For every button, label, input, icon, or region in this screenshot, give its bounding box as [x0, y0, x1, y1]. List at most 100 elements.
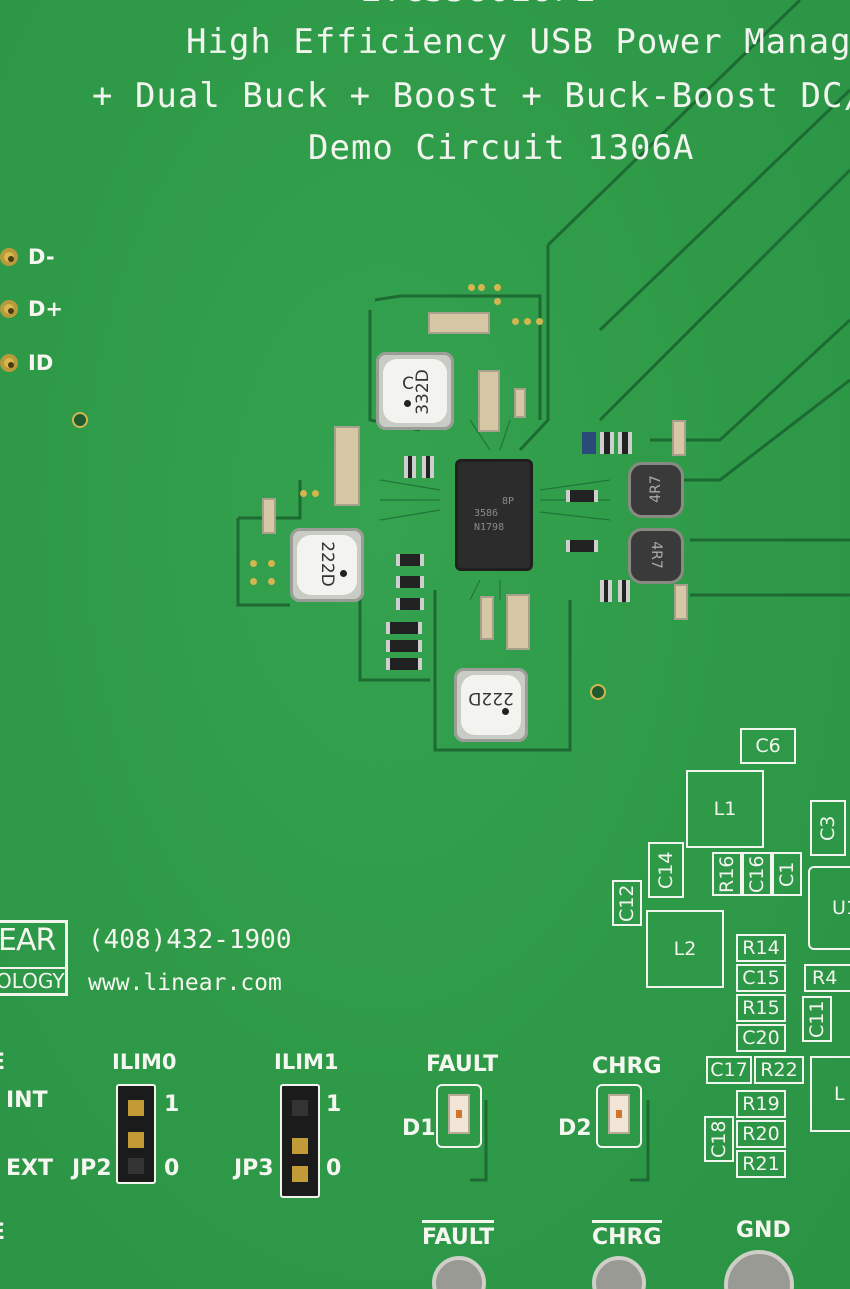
inductor-4r7-bottom: 4R7 — [628, 528, 684, 584]
via — [312, 490, 319, 497]
terminal-chrg-label: CHRG — [592, 1220, 662, 1250]
inductor-332d: C 332D — [376, 352, 454, 430]
via — [536, 318, 543, 325]
jp3-top-pos: 1 — [326, 1092, 342, 1117]
contact-web: www.linear.com — [88, 970, 282, 996]
led-d2 — [596, 1084, 642, 1148]
via — [250, 578, 257, 585]
resistor — [386, 658, 422, 670]
inductor-4r7-bottom-marking: 4R7 — [648, 541, 664, 569]
resistor — [422, 456, 434, 478]
board-title-line1: High Efficiency USB Power Manager — [186, 22, 850, 62]
main-ic: 8P 3586 N1798 — [458, 462, 530, 568]
designator-c1: C1 — [772, 852, 802, 896]
designator-c12: C12 — [612, 880, 642, 926]
inductor-222d-bottom-marking: 222D — [468, 688, 514, 708]
capacitor — [480, 596, 494, 640]
jp2-ref: JP2 — [72, 1156, 112, 1181]
resistor — [396, 554, 424, 566]
pad-d-minus — [0, 248, 18, 266]
resistor — [566, 490, 598, 502]
via — [524, 318, 531, 325]
designator-c18: C18 — [704, 1116, 734, 1162]
designator-r20: R20 — [736, 1120, 786, 1148]
capacitor — [262, 498, 276, 534]
via — [478, 284, 485, 291]
inductor-222d-left-marking: 222D — [317, 541, 337, 587]
via — [300, 490, 307, 497]
led-d1-ref: D1 — [402, 1116, 436, 1141]
ic-marking-1: 3586 — [474, 508, 499, 519]
via — [268, 578, 275, 585]
inductor-332d-c: C — [402, 374, 414, 394]
designator-r14: R14 — [736, 934, 786, 962]
jp3-ref: JP3 — [234, 1156, 274, 1181]
pin-label-d-plus: D+ — [28, 297, 64, 321]
jp2-name: ILIM0 — [112, 1050, 177, 1074]
designator-l2: L2 — [646, 910, 724, 988]
pad-id — [0, 354, 18, 372]
resistor — [618, 580, 630, 602]
designator-c11: C11 — [802, 996, 832, 1042]
designator-c17: C17 — [706, 1056, 752, 1084]
capacitor — [674, 584, 688, 620]
logo-top-text: EAR — [0, 923, 56, 958]
led-d1 — [436, 1084, 482, 1148]
designator-c20: C20 — [736, 1024, 786, 1052]
via — [512, 318, 519, 325]
terminal-fault-label: FAULT — [422, 1220, 495, 1250]
jumper-jp2[interactable] — [116, 1084, 156, 1184]
via — [494, 284, 501, 291]
led-d1-label: FAULT — [426, 1052, 499, 1077]
jp3-name: ILIM1 — [274, 1050, 339, 1074]
pad-d-plus — [0, 300, 18, 318]
designator-l1: L1 — [686, 770, 764, 848]
jp2-top-pos: 1 — [164, 1092, 180, 1117]
designator-r22: R22 — [754, 1056, 804, 1084]
resistor — [566, 540, 598, 552]
mounting-via-2 — [590, 684, 606, 700]
board-title-line0: LTC3586EUFE — [360, 0, 596, 10]
capacitor-left — [334, 426, 360, 506]
via — [250, 560, 257, 567]
via — [268, 560, 275, 567]
contact-phone: (408)432-1900 — [88, 925, 292, 955]
inductor-332d-marking: 332D — [412, 369, 433, 415]
designator-r21: R21 — [736, 1150, 786, 1178]
resistor — [582, 432, 596, 454]
ic-logo-suffix: 8P — [502, 496, 515, 507]
capacitor — [506, 594, 530, 650]
inductor-222d-bottom: 222D — [454, 668, 528, 742]
logo-bottom-text: OLOGY — [0, 967, 66, 993]
resistor — [600, 432, 614, 454]
designator-u1: U1 — [808, 866, 850, 950]
resistor — [404, 456, 416, 478]
designator-r4: R4 — [804, 964, 850, 992]
inductor-222d-left: 222D — [290, 528, 364, 602]
capacitor-top — [428, 312, 490, 334]
pin-label-id: ID — [28, 351, 54, 375]
ext-label: EXT — [6, 1156, 53, 1181]
resistor — [396, 576, 424, 588]
jumper-jp3[interactable] — [280, 1084, 320, 1198]
resistor — [618, 432, 632, 454]
jp3-bottom-pos: 0 — [326, 1156, 342, 1181]
resistor — [600, 580, 612, 602]
linear-logo: EAR OLOGY — [0, 920, 68, 996]
capacitor — [672, 420, 686, 456]
designator-l-partial: L — [810, 1056, 850, 1132]
designator-c14: C14 — [648, 842, 684, 898]
inductor-4r7-top: 4R7 — [628, 462, 684, 518]
terminal-gnd-label: GND — [736, 1218, 791, 1243]
jp2-bottom-pos: 0 — [164, 1156, 180, 1181]
mounting-via — [72, 412, 88, 428]
edge-mark-top: E — [0, 1050, 5, 1075]
ic-marking-2: N1798 — [474, 522, 505, 533]
board-title-line2: + Dual Buck + Boost + Buck-Boost DC/ — [92, 76, 850, 116]
designator-c3: C3 — [810, 800, 846, 856]
edge-mark-bottom: E — [0, 1220, 5, 1245]
capacitor — [514, 388, 526, 418]
designator-c16: C16 — [742, 852, 772, 896]
capacitor — [478, 370, 500, 432]
